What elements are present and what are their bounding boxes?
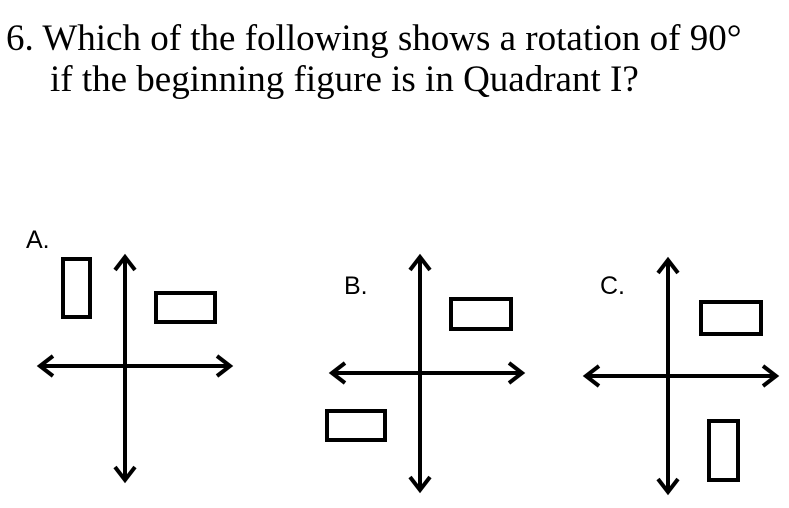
arrow-down-icon bbox=[113, 465, 137, 484]
arrow-right-icon bbox=[215, 354, 234, 378]
arrow-up-icon bbox=[656, 256, 680, 275]
arrow-left-icon bbox=[582, 364, 601, 388]
arrow-up-icon bbox=[113, 253, 137, 272]
question-line-1: 6. Which of the following shows a rotati… bbox=[6, 18, 742, 59]
arrow-down-icon bbox=[656, 477, 680, 496]
original-rectangle bbox=[449, 297, 513, 331]
option-b-label: B. bbox=[344, 272, 368, 300]
original-rectangle bbox=[699, 300, 763, 336]
option-c-label: C. bbox=[600, 272, 625, 300]
rotated-rectangle bbox=[61, 257, 92, 319]
option-c-graph bbox=[582, 256, 780, 496]
arrow-down-icon bbox=[408, 475, 432, 494]
question-line-2: if the beginning figure is in Quadrant I… bbox=[50, 59, 639, 100]
arrow-left-icon bbox=[328, 361, 347, 385]
rotated-rectangle bbox=[707, 419, 740, 482]
arrow-left-icon bbox=[36, 354, 55, 378]
arrow-up-icon bbox=[408, 253, 432, 272]
option-b-graph bbox=[325, 253, 526, 494]
arrow-right-icon bbox=[507, 361, 526, 385]
rotated-rectangle bbox=[325, 409, 387, 442]
option-a-label: A. bbox=[26, 226, 50, 254]
arrow-right-icon bbox=[761, 364, 780, 388]
option-a-graph bbox=[36, 253, 234, 484]
original-rectangle bbox=[154, 291, 217, 324]
